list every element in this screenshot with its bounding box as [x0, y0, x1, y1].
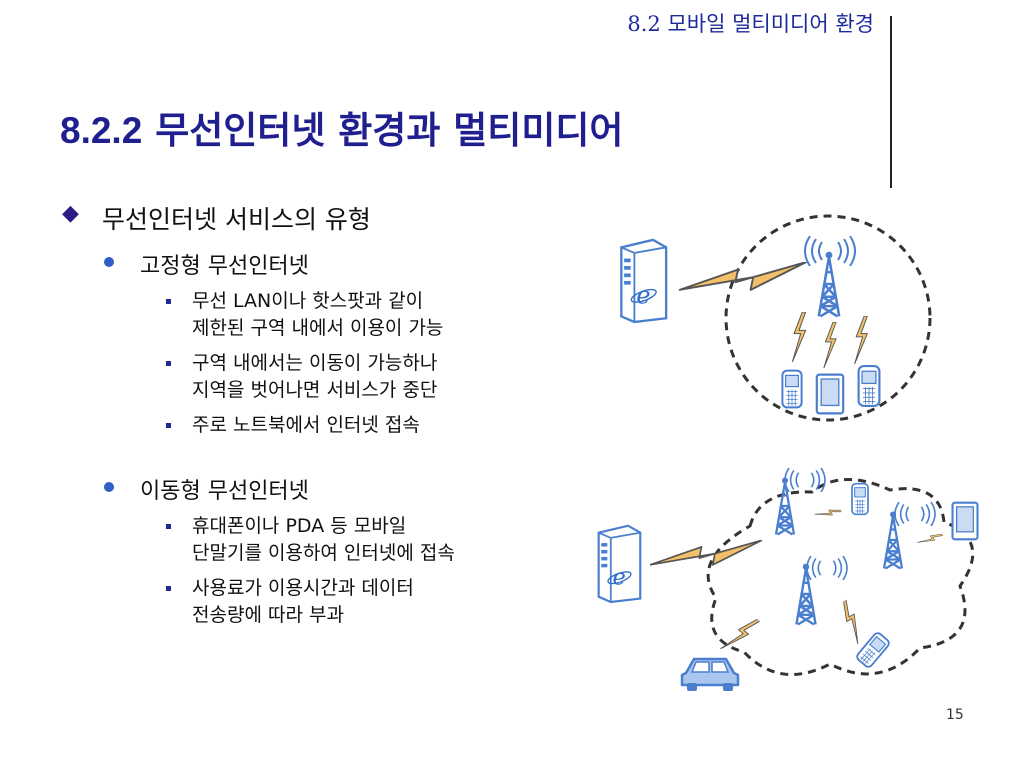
lightning-icon	[678, 262, 808, 291]
dot-bullet-icon	[104, 482, 114, 492]
list-item: 주로 노트북에서 인터넷 접속	[62, 412, 582, 439]
lightning-icon	[823, 322, 837, 368]
main-bullet-text: 무선인터넷 서비스의 유형	[102, 205, 371, 234]
signal-waves-icon	[806, 556, 848, 580]
fixed-wireless-label: 고정형 무선인터넷	[140, 254, 309, 279]
square-bullet-icon	[166, 586, 171, 591]
phone-icon	[851, 482, 869, 516]
list-item-line: 지역을 벗어나면 서비스가 중단	[192, 379, 438, 401]
server-icon	[620, 238, 668, 324]
square-bullet-icon	[166, 299, 171, 304]
square-bullet-icon	[166, 524, 171, 529]
list-item-line: 무선 LAN이나 핫스팟과 같이	[192, 290, 424, 312]
coverage-circle	[724, 214, 932, 422]
lightning-icon	[650, 540, 762, 566]
list-item-line: 주로 노트북에서 인터넷 접속	[192, 414, 420, 436]
list-item: 구역 내에서는 이동이 가능하나 지역을 벗어나면 서비스가 중단	[62, 350, 582, 404]
pda-icon	[815, 373, 845, 415]
lightning-icon	[791, 312, 807, 362]
page-number: 15	[946, 707, 964, 723]
server-icon	[597, 524, 642, 604]
lightning-icon	[915, 528, 945, 550]
lightning-icon	[835, 599, 869, 645]
square-bullet-icon	[166, 361, 171, 366]
main-bullet: ◆ 무선인터넷 서비스의 유형	[62, 200, 582, 236]
phone-icon	[857, 364, 881, 408]
diamond-bullet-icon: ◆	[62, 201, 79, 226]
list-item-line: 휴대폰이나 PDA 등 모바일	[192, 515, 407, 537]
mobile-wireless-label: 이동형 무선인터넷	[140, 479, 309, 504]
title-text: 무선인터넷 환경과 멀티미디어	[155, 109, 624, 152]
square-bullet-icon	[166, 423, 171, 428]
page-title: 8.2.2 무선인터넷 환경과 멀티미디어	[60, 100, 623, 154]
lightning-icon	[813, 504, 843, 522]
pda-icon	[951, 501, 979, 541]
section-header: 8.2 모바일 멀티미디어 환경	[627, 12, 874, 36]
dot-bullet-icon	[104, 257, 114, 267]
network-cloud	[706, 478, 975, 676]
divider-line	[890, 16, 892, 188]
list-item-line: 단말기를 이용하여 인터넷에 접속	[192, 542, 455, 564]
list-item-line: 사용료가 이용시간과 데이터	[192, 577, 414, 599]
phone-icon	[781, 369, 803, 409]
list-item: 사용료가 이용시간과 데이터 전송량에 따라 부과	[62, 575, 582, 629]
list-item-line: 구역 내에서는 이동이 가능하나	[192, 352, 438, 374]
lightning-icon	[854, 316, 868, 364]
tower-icon	[882, 510, 904, 570]
lightning-icon	[719, 612, 761, 658]
tower-icon	[817, 250, 841, 318]
signal-waves-icon	[894, 502, 936, 526]
outline: ◆ 무선인터넷 서비스의 유형 고정형 무선인터넷 무선 LAN이나 핫스팟과 …	[62, 200, 582, 629]
list-item-line: 전송량에 따라 부과	[192, 604, 344, 626]
fixed-wireless-bullet: 고정형 무선인터넷	[62, 248, 582, 280]
title-number: 8.2.2	[60, 110, 143, 151]
list-item-line: 제한된 구역 내에서 이용이 가능	[192, 317, 444, 339]
list-item: 휴대폰이나 PDA 등 모바일 단말기를 이용하여 인터넷에 접속	[62, 513, 582, 567]
list-item: 무선 LAN이나 핫스팟과 같이 제한된 구역 내에서 이용이 가능	[62, 288, 582, 342]
car-icon	[680, 657, 740, 693]
mobile-wireless-bullet: 이동형 무선인터넷	[62, 473, 582, 505]
phone-icon	[854, 630, 892, 670]
